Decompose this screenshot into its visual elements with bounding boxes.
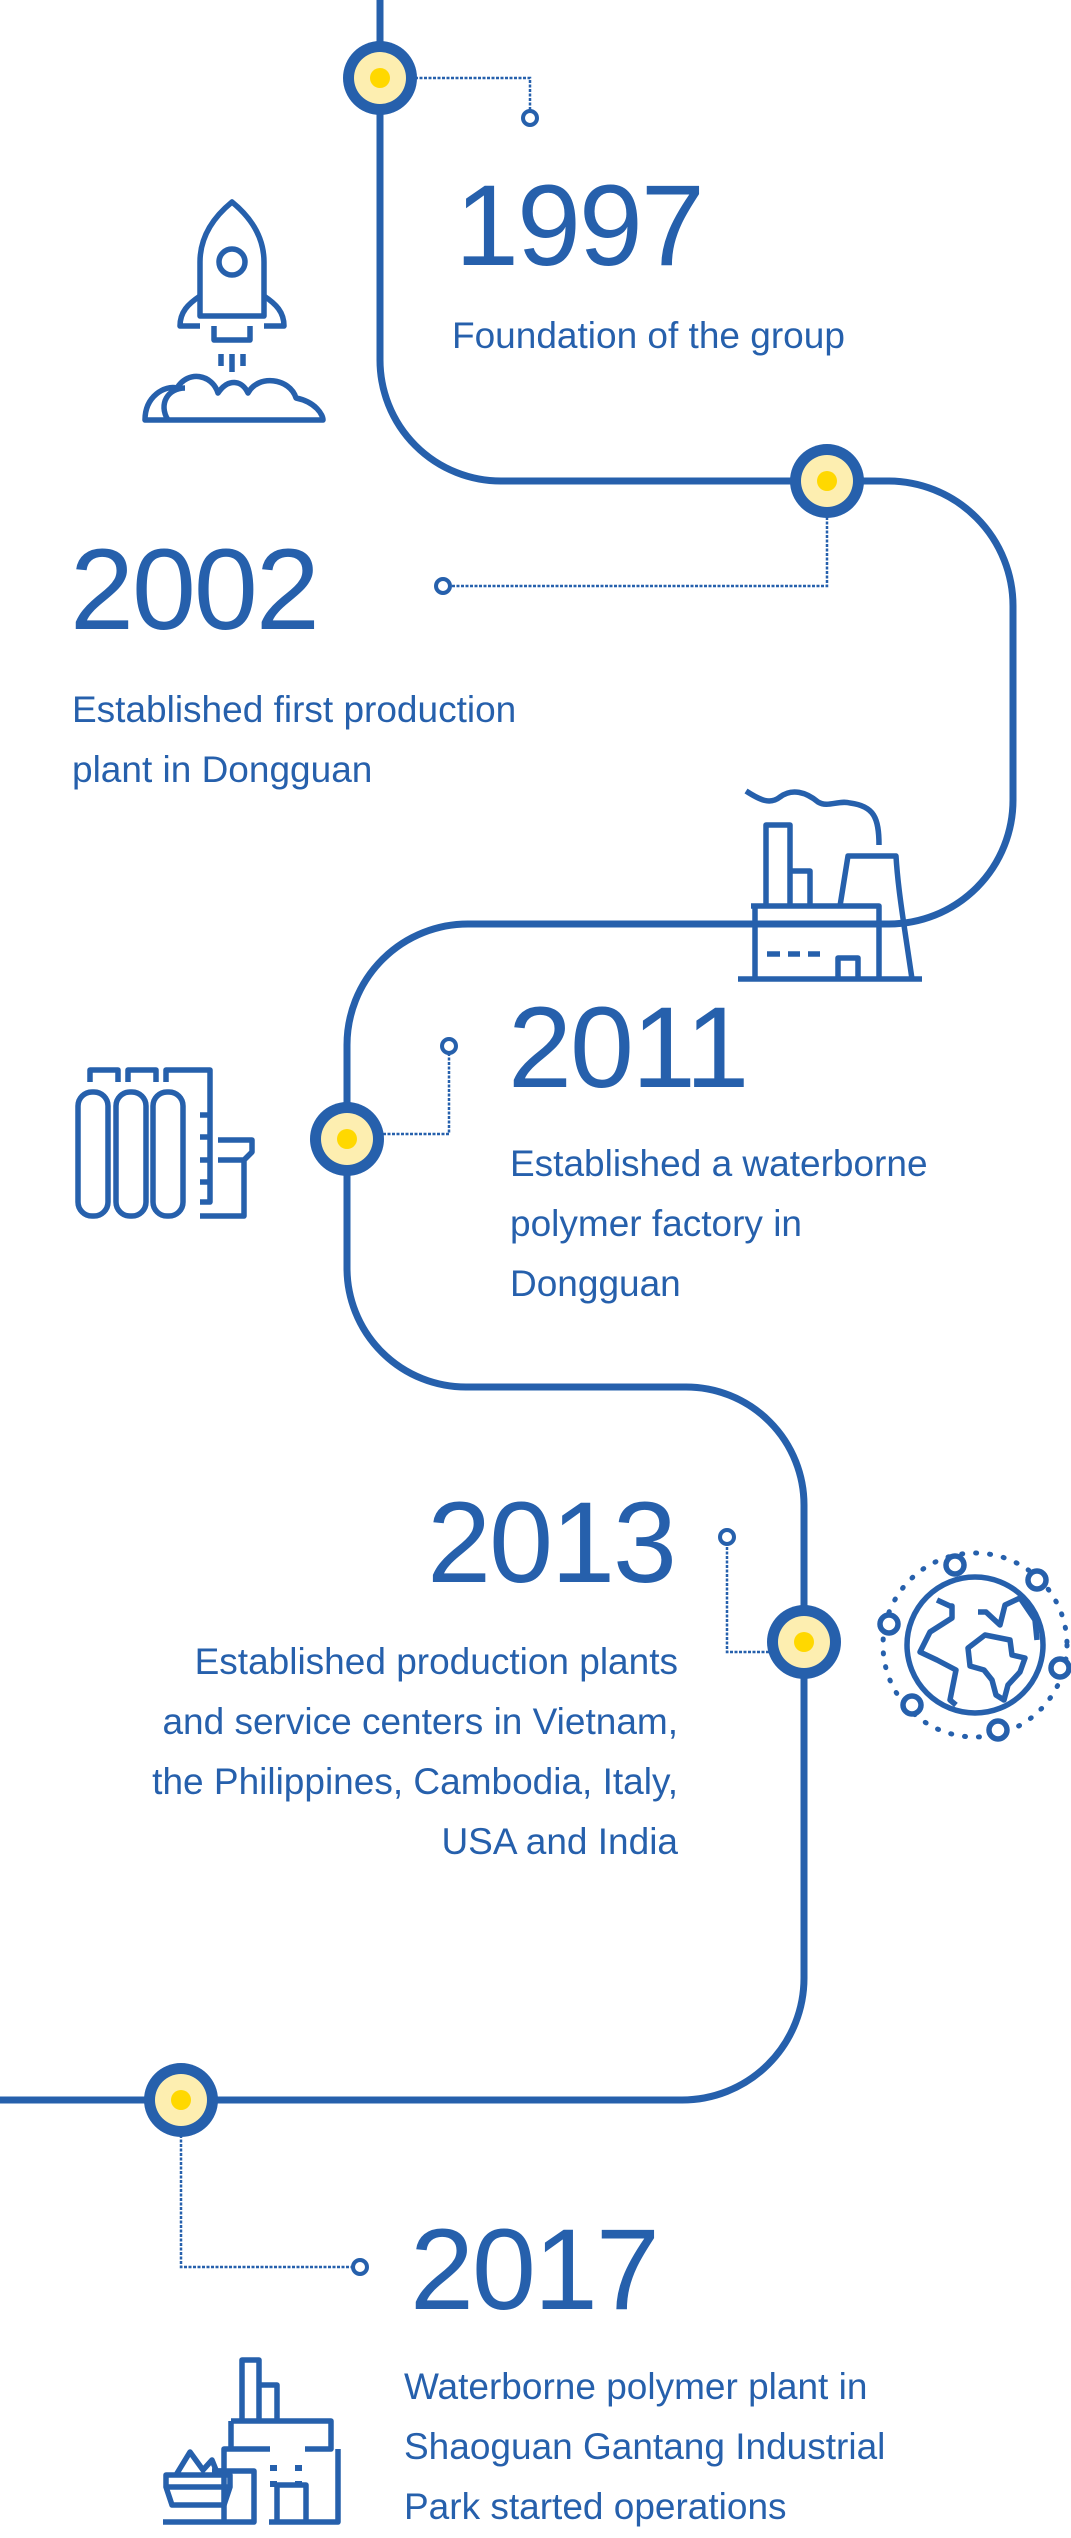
connector-end-2013 [718,1528,736,1546]
factory-icon [738,788,922,982]
description-line: Established first production [72,689,517,730]
node-2002[interactable] [790,444,864,518]
description-line: Foundation of the group [452,315,845,356]
storage-tanks-icon [75,1067,255,1219]
node-1997[interactable] [343,41,417,115]
rocket-icon [142,199,326,423]
node-2017[interactable] [144,2063,218,2137]
connector-2013 [725,1544,769,1654]
description-line: Shaoguan Gantang Industrial [404,2426,886,2467]
globe-network-icon [877,1550,1071,1742]
description-1997: Foundation of the group [452,306,845,366]
description-2017: Waterborne polymer plant in Shaoguan Gan… [404,2357,885,2537]
year-2011: 2011 [508,984,749,1112]
year-2013: 2013 [427,1479,677,1607]
description-line: and service centers in Vietnam, [162,1701,678,1742]
description-line: Park started operations [404,2486,787,2527]
connector-2017 [179,2135,353,2269]
year-1997: 1997 [455,162,705,290]
description-2013: Established production plants and servic… [152,1632,678,1872]
connector-end-1997 [521,109,539,127]
year-2002: 2002 [70,526,320,654]
connector-end-2011 [440,1037,458,1055]
description-line: plant in Dongguan [72,749,373,790]
description-line: Dongguan [510,1263,681,1304]
year-2017: 2017 [410,2206,660,2334]
connector-2002 [450,517,829,588]
description-line: Established production plants [194,1641,678,1682]
connector-end-2002 [434,577,452,595]
description-line: Established a waterborne [510,1143,928,1184]
connector-end-2017 [351,2258,369,2276]
connector-1997 [415,76,532,110]
description-line: USA and India [441,1821,678,1862]
connector-2011 [383,1053,451,1136]
node-2011[interactable] [310,1102,384,1176]
description-line: Waterborne polymer plant in [404,2366,868,2407]
description-line: polymer factory in [510,1203,802,1244]
timeline-path [0,0,1017,2104]
description-2011: Established a waterborne polymer factory… [510,1134,928,1314]
industrial-park-icon [163,2357,341,2525]
description-line: the Philippines, Cambodia, Italy, [152,1761,678,1802]
description-2002: Established first production plant in Do… [72,680,516,800]
node-2013[interactable] [767,1605,841,1679]
